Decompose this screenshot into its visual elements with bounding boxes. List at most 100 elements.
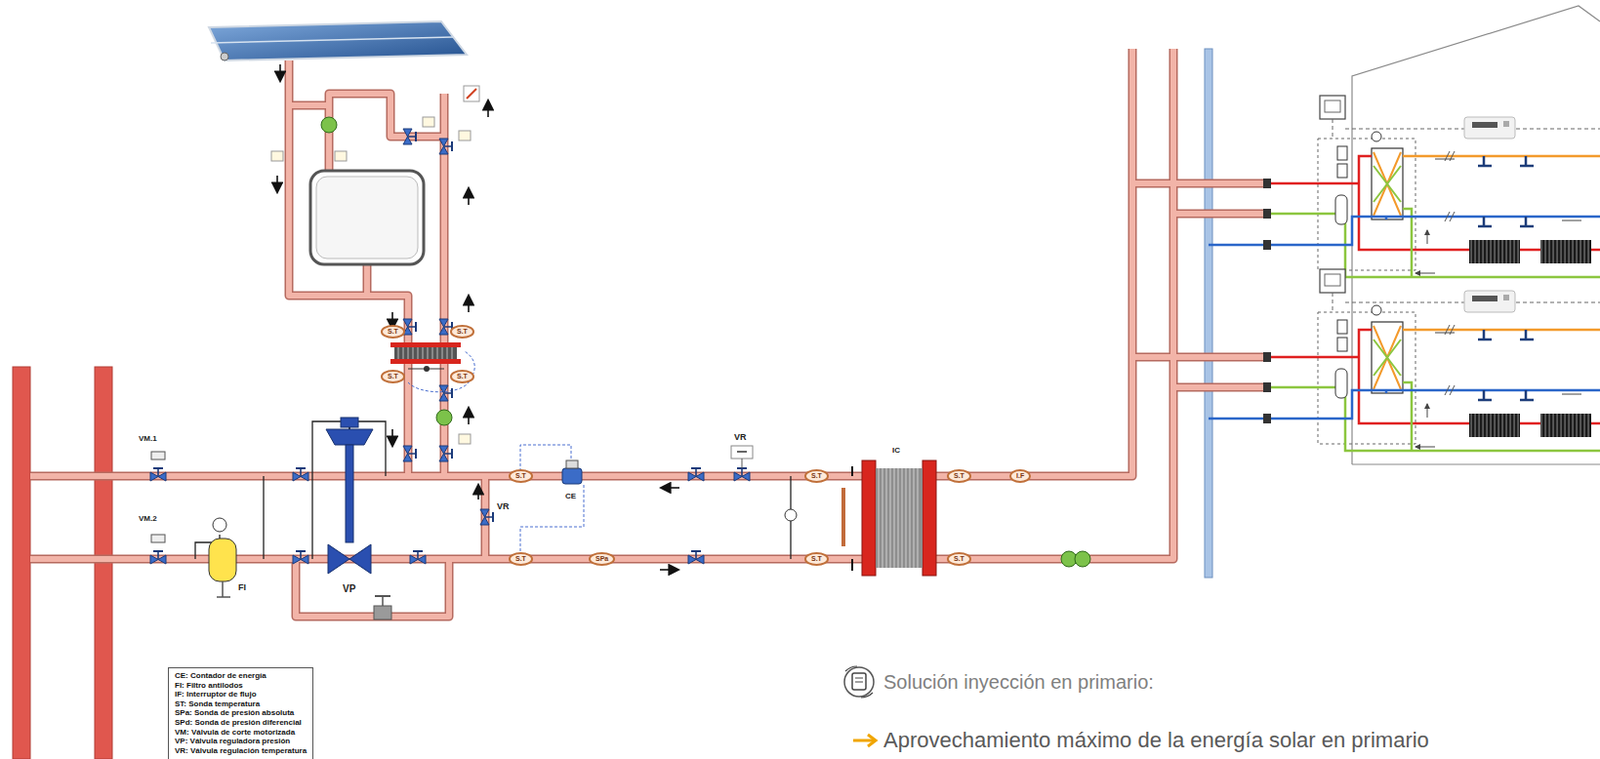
legend-line: FI: Filtro antilodos xyxy=(174,681,307,692)
plate-heat-exchanger xyxy=(922,460,937,576)
circulator-pump xyxy=(321,117,337,133)
sensor-probe: S.T xyxy=(508,469,534,484)
plate-heat-exchanger xyxy=(878,468,918,569)
solar-collector xyxy=(220,52,229,61)
sensor-label: I.F xyxy=(1016,472,1025,480)
note-text: Solución inyección en primario: xyxy=(883,671,1154,694)
note-icon xyxy=(845,666,873,698)
sensor-label: S.T xyxy=(387,328,399,335)
solar-exchanger xyxy=(390,359,461,365)
part-label: VR xyxy=(734,433,747,444)
flow-arrows xyxy=(467,409,470,425)
solar-exchanger xyxy=(408,369,445,370)
sensor-probe: S.T xyxy=(450,325,475,339)
valves xyxy=(422,117,435,127)
expansion-vessel xyxy=(316,176,418,259)
valves xyxy=(458,130,471,141)
note-icon xyxy=(844,667,874,698)
valves xyxy=(734,468,750,482)
sludge-filter xyxy=(208,518,237,598)
valves xyxy=(688,468,704,482)
valves xyxy=(271,151,284,162)
solar-exchanger xyxy=(394,347,457,360)
legend-line: VR: Válvula regulación temperatura xyxy=(174,746,307,757)
bullet-arrow xyxy=(867,735,876,747)
valves xyxy=(403,319,416,335)
sensor-probe: I.F xyxy=(1009,469,1031,484)
sensor-label: S.T xyxy=(456,328,468,335)
sensor-links xyxy=(520,485,584,553)
pressure-valve xyxy=(373,606,392,620)
legend-line: VP: Válvula reguladora presión xyxy=(174,737,307,747)
valves xyxy=(150,117,753,565)
sensor-links xyxy=(520,445,572,470)
sensor-label: S.T xyxy=(515,555,527,563)
sensor-label: S.T xyxy=(953,472,965,480)
part-label: VP xyxy=(342,583,356,595)
sludge-filter xyxy=(208,538,237,582)
flow-arrows xyxy=(279,64,282,81)
energy-meter xyxy=(562,460,582,485)
flow-arrows xyxy=(487,101,490,118)
valves xyxy=(150,551,166,565)
part-label: IC xyxy=(892,447,901,456)
pipe-network xyxy=(30,48,1270,617)
flow-arrows xyxy=(276,175,279,192)
solar-exchanger xyxy=(398,347,452,360)
bullet-arrow xyxy=(853,735,876,747)
legend-line: CE: Contador de energía xyxy=(174,671,307,682)
building-outline xyxy=(1352,5,1600,465)
flow-arrows xyxy=(467,296,470,313)
note-icon xyxy=(855,678,863,683)
bullet-arrow xyxy=(853,739,874,743)
valves xyxy=(292,468,309,482)
apartment-substation xyxy=(1208,269,1600,452)
note-icon xyxy=(844,666,874,698)
solar-exchanger xyxy=(390,342,461,372)
valves xyxy=(731,446,753,459)
main-pipe xyxy=(12,367,31,759)
valves xyxy=(151,451,165,460)
solar-collector xyxy=(463,85,480,102)
valves xyxy=(403,128,416,145)
flow-arrows xyxy=(277,64,680,571)
circulator-pump xyxy=(321,117,1091,568)
valves xyxy=(458,434,471,445)
sludge-filter xyxy=(212,518,227,533)
valves xyxy=(737,451,747,453)
plate-heat-exchanger xyxy=(841,488,846,547)
solar-collector xyxy=(210,37,453,43)
sensor-probe: S.T xyxy=(380,369,406,384)
sensor-label: SPa xyxy=(595,555,609,563)
legend-line: ST: Sonda temperatura xyxy=(174,699,307,710)
legend-line: VM: Válvula de corte motorizada xyxy=(174,728,307,739)
part-label: VR xyxy=(496,502,510,513)
plate-heat-exchanger xyxy=(851,466,854,572)
valves xyxy=(410,551,426,565)
valves xyxy=(688,551,704,565)
sludge-filter xyxy=(216,581,231,598)
flow-arrows xyxy=(659,569,678,572)
sensor-probe: S.T xyxy=(804,469,829,484)
sensor-links xyxy=(408,351,584,553)
sensor-label: S.T xyxy=(811,555,822,563)
expansion-vessel xyxy=(310,170,424,265)
building-outline xyxy=(1352,5,1600,465)
circulator-pump xyxy=(1074,551,1091,568)
solar-exchanger xyxy=(390,342,461,348)
sensor-label: S.T xyxy=(515,472,527,480)
sensor-probe: S.T xyxy=(946,469,972,484)
valves xyxy=(741,458,743,469)
expansion-vessel xyxy=(310,170,424,265)
control-lines xyxy=(262,476,264,560)
sensor-label: S.T xyxy=(953,555,965,563)
flow-arrows xyxy=(661,487,680,490)
part-label: CE xyxy=(565,492,576,502)
cold-water-riser xyxy=(1204,48,1213,578)
flow-arrows xyxy=(467,189,470,206)
pressure-valve xyxy=(345,445,354,543)
legend-line: IF: Interruptor de flujo xyxy=(174,690,307,700)
circulator-pump xyxy=(784,509,797,522)
solar-collector xyxy=(466,88,477,99)
